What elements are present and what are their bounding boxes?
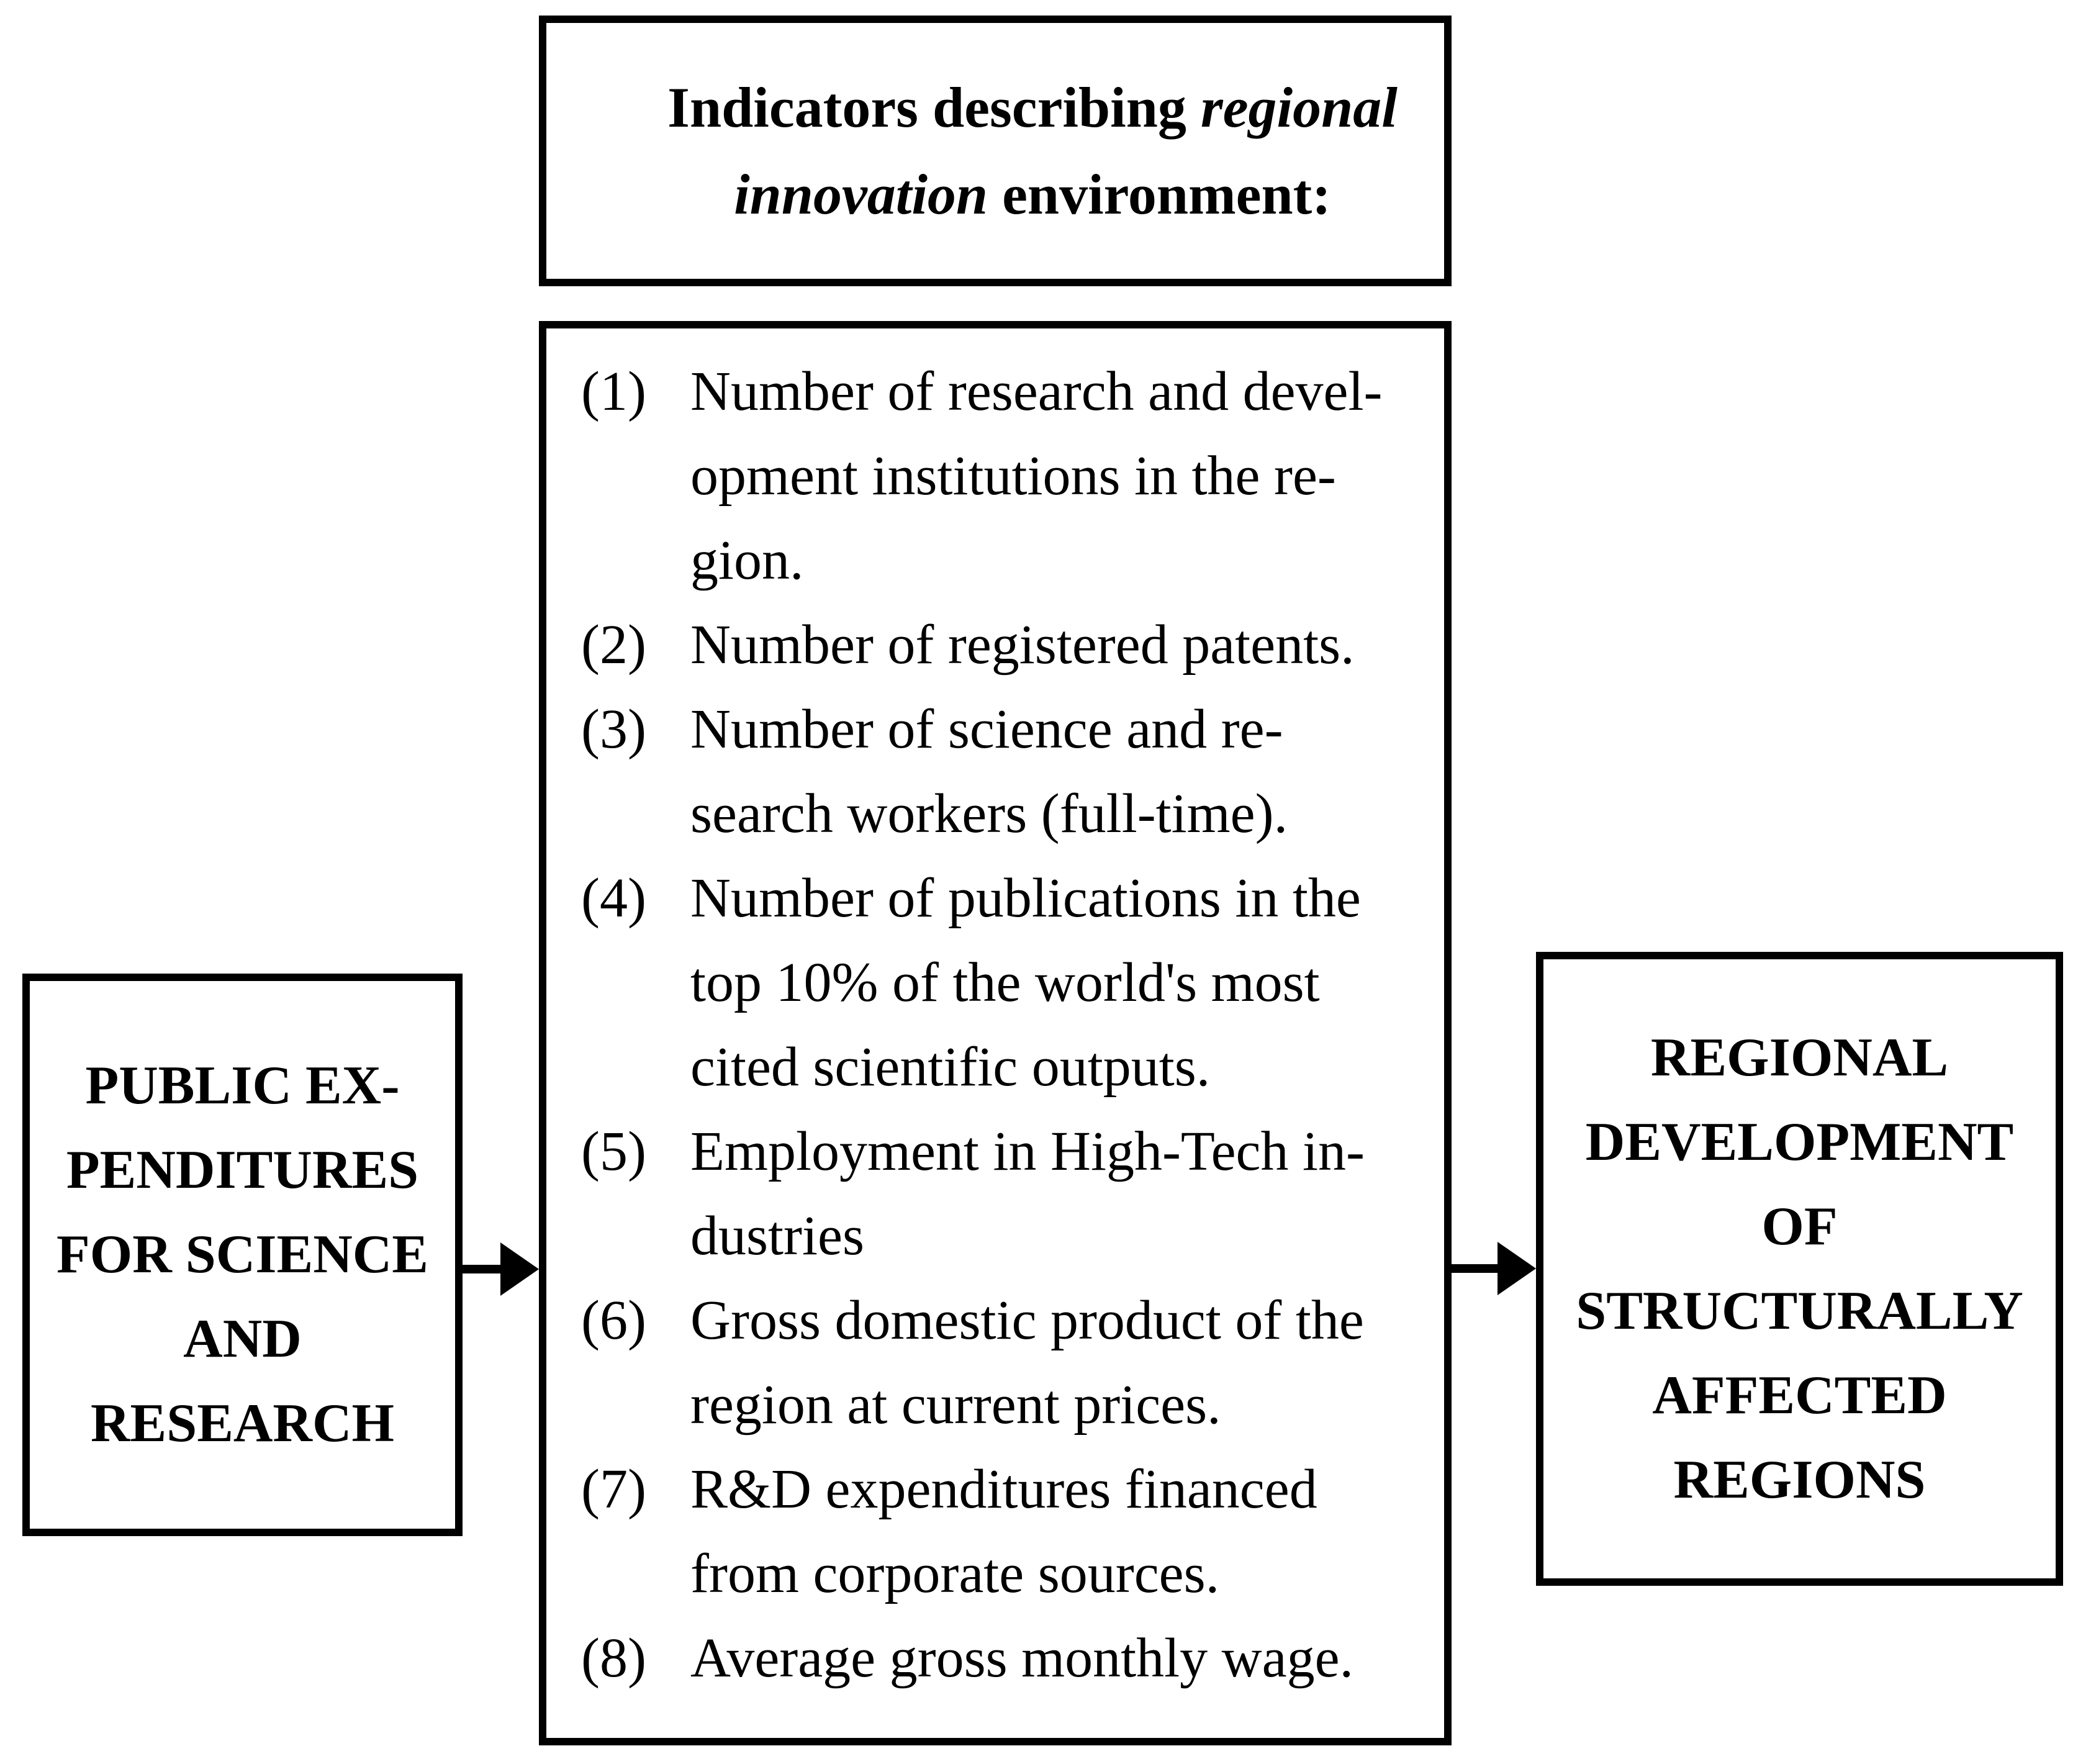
arrow-center-to-right-head-icon — [1498, 1242, 1536, 1295]
indicators-header-italic-segment: innovation — [734, 163, 988, 226]
list-item-number: (2) — [581, 614, 646, 676]
list-item-text: Number of science and re- search workers… — [690, 699, 1288, 844]
indicators-header-segment: Indicators describing — [667, 76, 1201, 139]
list-item-number: (8) — [581, 1627, 646, 1689]
indicators-header-italic-segment: regional — [1200, 76, 1398, 139]
regional-development-box: REGIONAL DEVELOPMENT OF STRUCTURALLY AFF… — [1536, 952, 2063, 1586]
indicators-header-line: Indicators describing regional — [667, 64, 1398, 151]
list-item: (4) Number of publications in the top 10%… — [546, 856, 1427, 1110]
indicators-header-line: innovation environment: — [734, 151, 1331, 238]
arrow-left-to-center-shaft — [462, 1265, 507, 1273]
arrow-left-to-center-head-icon — [500, 1242, 539, 1296]
public-expenditures-box: PUBLIC EX- PENDITURES FOR SCIENCE AND RE… — [22, 974, 463, 1536]
list-item-text: Employment in High-Tech in- dustries — [690, 1121, 1365, 1267]
list-item-number: (6) — [581, 1290, 646, 1351]
public-expenditures-label: PUBLIC EX- PENDITURES FOR SCIENCE AND RE… — [56, 1056, 428, 1454]
list-item-text: Average gross monthly wage. — [690, 1627, 1354, 1689]
list-item: (6) Gross domestic product of the region … — [546, 1278, 1427, 1447]
list-item: (3) Number of science and re- search work… — [546, 687, 1427, 856]
list-item-number: (1) — [581, 361, 646, 422]
indicators-list-box: (1) Number of research and devel- opment … — [539, 321, 1452, 1745]
list-item-text: Number of research and devel- opment ins… — [690, 361, 1383, 591]
list-item-text: Number of registered patents. — [690, 614, 1355, 676]
list-item: (5) Employment in High-Tech in- dustries — [546, 1110, 1427, 1278]
list-item: (7) R&D expenditures financed from corpor… — [546, 1447, 1427, 1616]
arrow-center-to-right-shaft — [1449, 1264, 1500, 1273]
list-item-number: (5) — [581, 1121, 646, 1182]
indicators-header-segment: environment: — [988, 163, 1331, 226]
list-item: (1) Number of research and devel- opment … — [546, 350, 1427, 603]
list-item-text: Gross domestic product of the region at … — [690, 1290, 1364, 1436]
list-item-number: (3) — [581, 699, 646, 760]
list-item-text: Number of publications in the top 10% of… — [690, 867, 1361, 1098]
list-item-number: (7) — [581, 1459, 646, 1520]
list-item-text: R&D expenditures financed from corporate… — [690, 1459, 1317, 1604]
list-item: (8) Average gross monthly wage. — [546, 1616, 1427, 1701]
list-item-number: (4) — [581, 867, 646, 929]
regional-development-label: REGIONAL DEVELOPMENT OF STRUCTURALLY AFF… — [1576, 1027, 2023, 1510]
list-item: (2) Number of registered patents. — [546, 603, 1427, 687]
